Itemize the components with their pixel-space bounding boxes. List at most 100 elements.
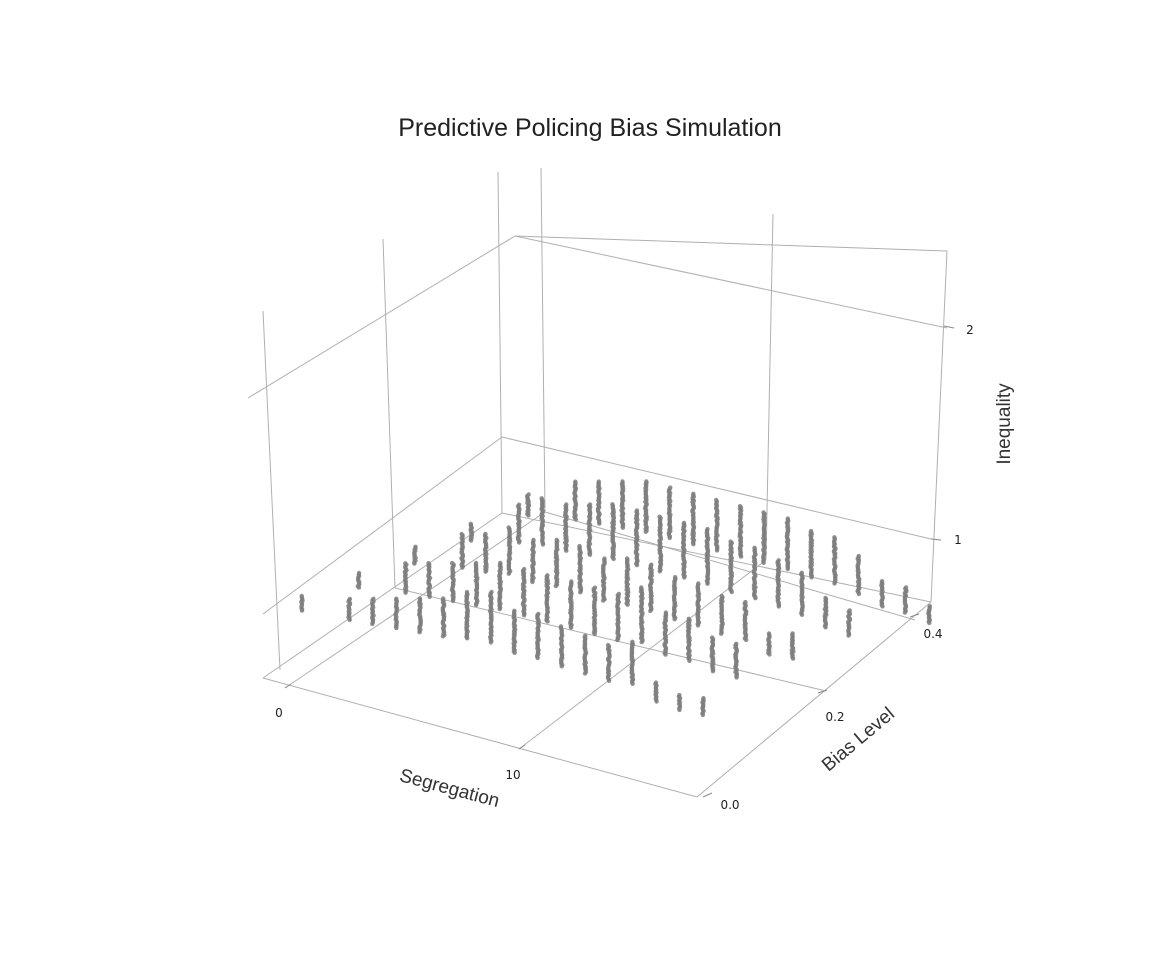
axis-panes xyxy=(247,167,948,798)
grid-mid-vertical-1 xyxy=(382,238,396,589)
series-bias-0 xyxy=(299,589,706,718)
data-point xyxy=(587,502,593,507)
data-points xyxy=(299,479,932,718)
data-point xyxy=(596,479,601,484)
data-point xyxy=(620,479,625,484)
data-point xyxy=(554,537,559,543)
z-tick-2 xyxy=(943,325,955,329)
grid-z2-back xyxy=(514,235,948,329)
x-tick-label: 0 xyxy=(275,706,283,720)
data-point xyxy=(653,680,659,685)
side-top-edge xyxy=(247,235,516,399)
data-point xyxy=(790,631,795,636)
data-point xyxy=(526,492,531,497)
grid-floor-x0 xyxy=(284,511,546,689)
series-bias-0.2 xyxy=(412,525,796,661)
x-tick-label: 10 xyxy=(505,768,520,782)
data-point xyxy=(776,558,781,563)
series-bias-0.1 xyxy=(355,560,739,680)
data-point xyxy=(686,616,691,621)
data-point xyxy=(657,514,662,519)
data-point xyxy=(558,624,564,629)
data-point xyxy=(696,581,701,586)
data-point xyxy=(903,585,909,590)
data-point xyxy=(761,510,766,515)
data-point xyxy=(449,560,455,566)
data-point xyxy=(823,595,828,601)
y-tick-label: 0.0 xyxy=(720,798,739,812)
data-point xyxy=(536,611,541,617)
data-point xyxy=(663,610,669,615)
back-top-edge xyxy=(514,235,948,252)
data-point xyxy=(616,591,622,597)
data-point xyxy=(522,566,527,572)
data-point xyxy=(743,599,748,605)
series-bias-0.4 xyxy=(525,479,932,626)
data-point xyxy=(464,589,470,595)
data-point xyxy=(714,497,719,503)
data-point xyxy=(705,526,710,532)
data-point xyxy=(691,491,696,496)
data-point xyxy=(483,531,488,537)
y-tick-0.4 xyxy=(909,613,920,618)
data-point xyxy=(426,561,431,566)
data-point xyxy=(516,502,522,507)
data-point xyxy=(506,525,511,530)
z-tick-label: 2 xyxy=(966,323,974,337)
grid-z1-side xyxy=(262,436,503,615)
tick-labels: 0 10 0.0 0.2 0.4 1 2 xyxy=(275,323,974,812)
data-point xyxy=(737,504,743,509)
data-point xyxy=(569,579,574,584)
y-tick-label: 0.4 xyxy=(923,627,942,641)
data-point xyxy=(592,585,598,590)
y-tick-0.2 xyxy=(817,689,828,694)
x-axis-label: Segregation xyxy=(397,765,501,812)
data-point xyxy=(371,596,376,601)
data-point xyxy=(701,696,706,701)
data-point xyxy=(539,496,544,501)
x-tick-10 xyxy=(518,744,526,750)
data-point xyxy=(512,608,517,613)
data-point xyxy=(681,520,687,526)
z-tick-label: 1 xyxy=(954,533,962,547)
data-point xyxy=(468,521,473,526)
data-point xyxy=(564,502,569,507)
series-bias-0.3 xyxy=(468,496,853,638)
data-point xyxy=(473,560,479,566)
grid-mid-vertical-2 xyxy=(540,167,546,513)
data-point xyxy=(728,539,733,544)
back-left-vertical xyxy=(497,171,503,514)
floor-right-edge xyxy=(696,601,932,798)
x-tick-0 xyxy=(284,683,292,689)
data-point xyxy=(634,508,640,513)
data-point xyxy=(417,596,423,601)
data-point xyxy=(347,596,353,602)
data-point xyxy=(394,596,399,601)
data-point xyxy=(602,556,607,561)
axes xyxy=(284,325,955,798)
data-point xyxy=(672,575,678,580)
data-point xyxy=(766,631,772,636)
data-point xyxy=(403,561,408,566)
data-point xyxy=(545,573,550,578)
data-point xyxy=(531,537,536,543)
data-point xyxy=(847,608,852,613)
data-point xyxy=(719,593,724,599)
grid-mid-vertical-3 xyxy=(765,213,774,561)
data-point xyxy=(624,556,630,561)
data-point xyxy=(649,562,654,567)
grid-floor-x10 xyxy=(518,559,767,750)
data-point xyxy=(577,543,582,549)
data-point xyxy=(856,553,861,559)
side-left-vertical xyxy=(262,310,281,671)
data-point xyxy=(668,485,673,490)
data-point xyxy=(583,633,588,638)
data-point xyxy=(639,585,644,590)
y-tick-0 xyxy=(702,792,713,798)
y-tick-label: 0.2 xyxy=(825,710,844,724)
floor-front-edge xyxy=(262,677,698,798)
data-point xyxy=(799,570,804,575)
data-point xyxy=(734,641,739,646)
data-point xyxy=(808,528,814,534)
